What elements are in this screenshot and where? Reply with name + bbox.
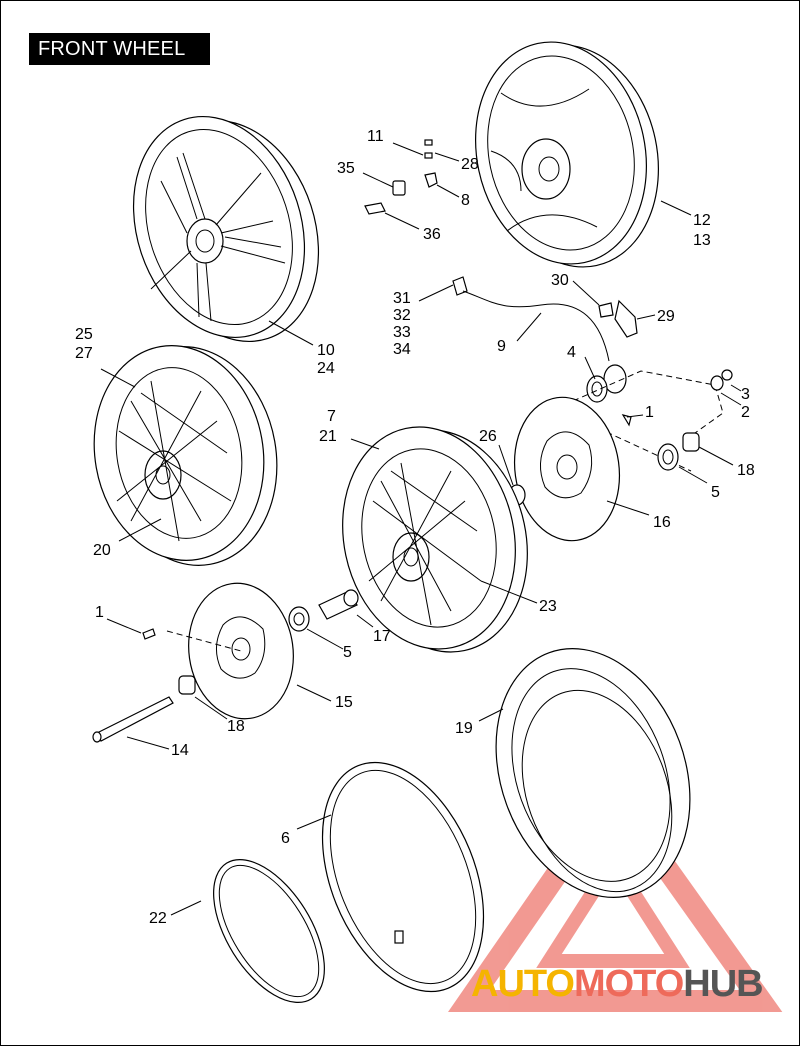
cast-wheel-10 [132, 115, 320, 343]
spacer-17-bearing-5 [288, 589, 359, 632]
callout-16: 16 [653, 514, 671, 531]
tube-6 [321, 761, 485, 993]
callout-24: 24 [317, 360, 335, 377]
callout-36: 36 [423, 226, 441, 243]
callout-35: 35 [337, 160, 355, 177]
callout-18-lower: 18 [227, 718, 245, 735]
page-title: FRONT WHEEL [29, 33, 210, 65]
brake-rotor-15 [166, 582, 294, 720]
spoke-wheel-7 [342, 426, 528, 653]
bearing-5-spacer-18-right [657, 432, 700, 471]
logo-word-auto: AUTO [471, 963, 575, 1005]
callout-5-lower: 5 [343, 644, 352, 661]
callout-7: 7 [327, 408, 336, 425]
bolt-1-lower [142, 628, 156, 640]
watermark-logo-triangle [448, 773, 783, 1012]
callout-10: 10 [317, 342, 335, 359]
brake-rotor-16 [513, 396, 632, 542]
callout-1-upper: 1 [645, 404, 654, 421]
callout-31: 31 [393, 290, 411, 307]
leader-lines [100, 142, 742, 916]
callout-labels: 11 28 35 8 36 12 13 30 29 31 32 33 34 9 … [75, 128, 755, 927]
callout-5-upper: 5 [711, 484, 720, 501]
axle-nut-parts-2-3 [710, 369, 733, 391]
callout-32: 32 [393, 307, 411, 324]
callout-34: 34 [393, 341, 411, 358]
callout-19: 19 [455, 720, 473, 737]
callout-9: 9 [497, 338, 506, 355]
callout-23: 23 [539, 598, 557, 615]
callout-1-lower: 1 [95, 604, 104, 621]
callout-3: 3 [741, 386, 750, 403]
callout-8: 8 [461, 192, 470, 209]
callout-11: 11 [367, 128, 384, 145]
watermark-logo-text: AUTOMOTOHUB [471, 963, 764, 1005]
callout-6: 6 [281, 830, 290, 847]
callout-29: 29 [657, 308, 675, 325]
callout-14: 14 [171, 742, 189, 759]
callout-2: 2 [741, 404, 750, 421]
callout-15: 15 [335, 694, 353, 711]
rim-strip-22 [213, 858, 325, 1004]
valve-stem-parts [364, 139, 438, 215]
callout-18-upper: 18 [737, 462, 755, 479]
callout-21: 21 [319, 428, 337, 445]
logo-word-hub: HUB [683, 963, 763, 1005]
callout-4: 4 [567, 344, 576, 361]
callout-28: 28 [461, 156, 479, 173]
callout-17: 17 [373, 628, 391, 645]
callout-33: 33 [393, 324, 411, 341]
callout-25: 25 [75, 326, 93, 343]
tire-19 [495, 648, 691, 898]
spoke-wheel-20 [93, 345, 278, 566]
callout-13: 13 [693, 232, 711, 249]
callout-12: 12 [693, 212, 711, 229]
callout-22: 22 [149, 910, 167, 927]
axle-14 [92, 696, 174, 743]
callout-27: 27 [75, 345, 93, 362]
spacer-18-lower [178, 675, 196, 695]
speed-sensor-cable-9 [452, 276, 638, 362]
callout-26: 26 [479, 428, 497, 445]
callout-30: 30 [551, 272, 569, 289]
callout-20: 20 [93, 542, 111, 559]
disc-wheel-12 [474, 41, 660, 268]
logo-word-moto: MOTO [573, 963, 684, 1005]
